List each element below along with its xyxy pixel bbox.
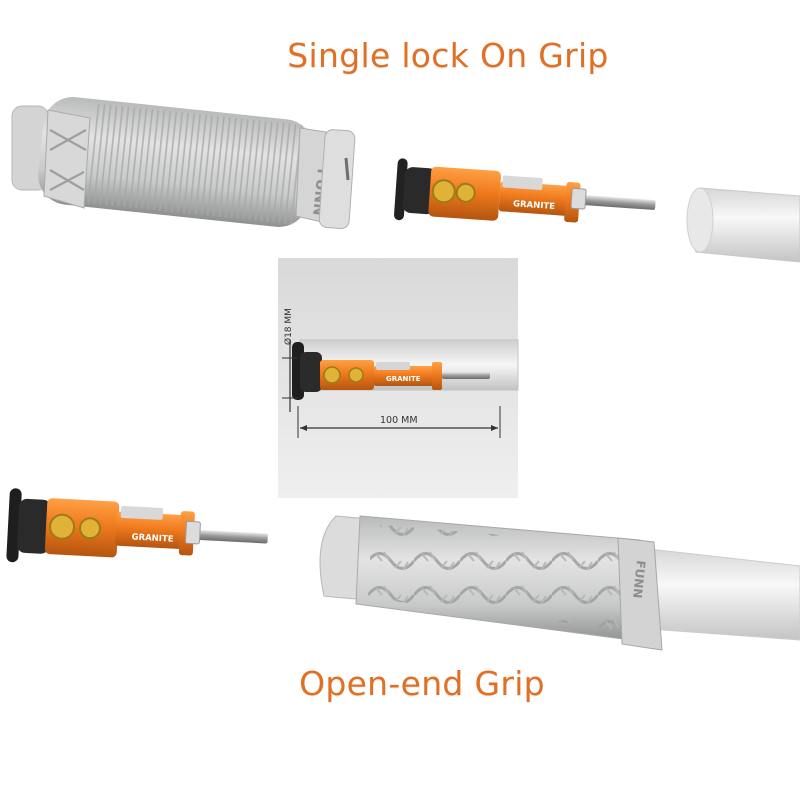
title-open-end-grip: Open-end Grip [299, 664, 545, 703]
bar-end-plug-bottom: GRANITE [6, 488, 268, 563]
plug-logo-bottom: GRANITE [131, 532, 174, 544]
open-end-grip: FUNN [319, 515, 800, 651]
length-label: 100 MM [380, 415, 418, 426]
plug-logo: GRANITE [513, 199, 556, 212]
grip-logo-bottom: FUNN [630, 560, 648, 599]
dimension-diagram: GRANITE Ø18 MM 100 MM [278, 258, 519, 498]
plug-logo-diagram: GRANITE [386, 375, 421, 383]
bar-end-plug-top: GRANITE [394, 158, 656, 223]
lock-on-grip: FUNN [11, 97, 356, 229]
diameter-label: Ø18 MM [283, 308, 294, 345]
title-single-lock-grip: Single lock On Grip [287, 36, 609, 75]
handlebar-top [686, 187, 800, 263]
